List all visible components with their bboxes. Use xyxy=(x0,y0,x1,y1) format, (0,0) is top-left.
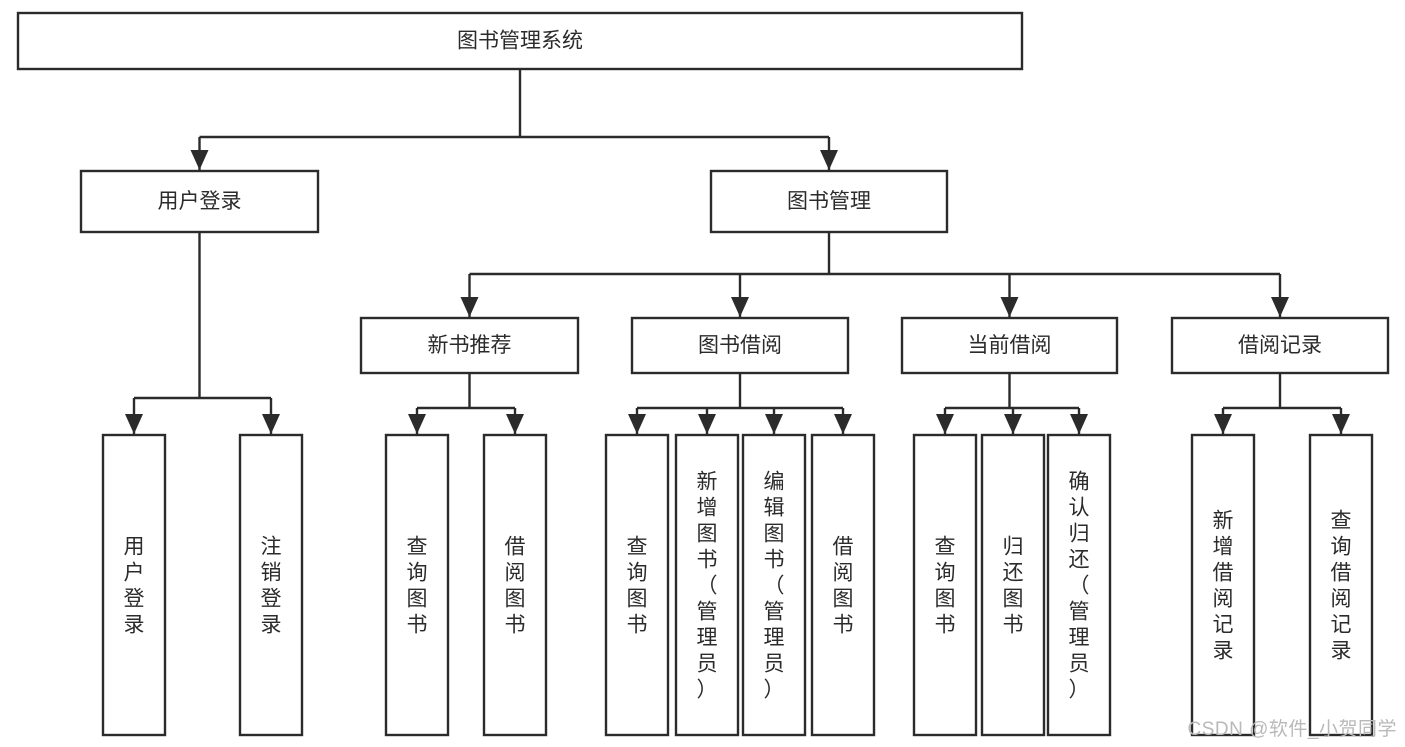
node-leaf-query-book-rec[interactable]: 查询图书 xyxy=(384,433,450,737)
node-leaf-borrow-book-box[interactable] xyxy=(810,433,876,737)
node-leaf-confirm-return-label: 确认归还（管理员） xyxy=(1069,470,1090,701)
node-leaf-add-book[interactable]: 新增图书（管理员） xyxy=(674,433,740,737)
current-borrow-to-leaves-arrowhead-1 xyxy=(1004,414,1022,434)
node-leaf-query-borrow-record-label: 查询借阅记录 xyxy=(1331,509,1352,662)
node-leaf-edit-book[interactable]: 编辑图书（管理员） xyxy=(741,433,807,737)
book-borrow-to-leaves-arrowhead-1 xyxy=(698,414,716,434)
user-login-to-leaves-arrowhead-1 xyxy=(262,414,280,434)
node-leaf-query-book-current-label: 查询图书 xyxy=(935,535,956,636)
current-borrow-to-leaves-arrowhead-0 xyxy=(936,414,954,434)
node-borrow-record-box[interactable] xyxy=(1170,316,1390,375)
node-boxes: 图书管理系统用户登录图书管理新书推荐图书借阅当前借阅借阅记录用户登录注销登录查询… xyxy=(16,11,1390,737)
node-leaf-edit-book-label: 编辑图书（管理员） xyxy=(764,470,785,701)
node-leaf-user-login[interactable]: 用户登录 xyxy=(101,433,167,737)
new-book-recommend-to-leaves-arrowhead-1 xyxy=(506,414,524,434)
node-leaf-query-book-rec-label: 查询图书 xyxy=(407,535,428,636)
node-leaf-return-book[interactable]: 归还图书 xyxy=(980,433,1046,737)
node-current-borrow-label: 当前借阅 xyxy=(968,334,1052,357)
node-leaf-add-book-label: 新增图书（管理员） xyxy=(697,470,718,701)
node-leaf-borrow-book[interactable]: 借阅图书 xyxy=(810,433,876,737)
node-leaf-edit-book-box[interactable] xyxy=(741,433,807,737)
node-leaf-user-login-label: 用户登录 xyxy=(124,535,145,636)
book-borrow-to-leaves-arrowhead-2 xyxy=(765,414,783,434)
node-leaf-add-book-box[interactable] xyxy=(674,433,740,737)
current-borrow-to-leaves-arrowhead-2 xyxy=(1070,414,1088,434)
node-leaf-query-book-borrow[interactable]: 查询图书 xyxy=(604,433,670,737)
node-leaf-user-logout-box[interactable] xyxy=(238,433,304,737)
node-leaf-user-login-box[interactable] xyxy=(101,433,167,737)
root-to-level2-arrowhead-0 xyxy=(190,150,209,170)
node-root-system-label: 图书管理系统 xyxy=(457,30,583,53)
book-management-to-level3-arrowhead-1 xyxy=(731,297,749,317)
book-management-to-level3-arrowhead-3 xyxy=(1271,297,1289,317)
borrow-record-to-leaves-arrowhead-0 xyxy=(1214,414,1232,434)
node-leaf-confirm-return[interactable]: 确认归还（管理员） xyxy=(1046,433,1112,737)
node-leaf-return-book-label: 归还图书 xyxy=(1003,535,1024,636)
node-root-system[interactable]: 图书管理系统 xyxy=(16,11,1024,71)
node-book-borrow-label: 图书借阅 xyxy=(698,334,782,357)
node-leaf-borrow-book-rec-box[interactable] xyxy=(482,433,548,737)
new-book-recommend-to-leaves-arrowhead-0 xyxy=(408,414,426,434)
node-book-borrow[interactable]: 图书借阅 xyxy=(630,316,850,375)
connector-lines xyxy=(125,69,1350,434)
book-management-to-level3-arrowhead-2 xyxy=(1000,297,1019,317)
node-leaf-query-book-borrow-label: 查询图书 xyxy=(627,535,648,636)
node-current-borrow-box[interactable] xyxy=(900,316,1119,375)
node-user-login-box[interactable] xyxy=(79,169,320,234)
borrow-record-to-leaves-arrowhead-1 xyxy=(1332,414,1350,434)
book-management-to-level3-arrowhead-0 xyxy=(460,297,479,317)
node-new-book-recommend[interactable]: 新书推荐 xyxy=(359,316,580,375)
node-new-book-recommend-label: 新书推荐 xyxy=(428,334,512,357)
node-book-borrow-box[interactable] xyxy=(630,316,850,375)
root-to-level2-arrowhead-1 xyxy=(820,150,838,170)
node-leaf-query-book-current[interactable]: 查询图书 xyxy=(912,433,978,737)
node-leaf-add-borrow-record[interactable]: 新增借阅记录 xyxy=(1190,433,1256,737)
node-leaf-add-borrow-record-label: 新增借阅记录 xyxy=(1213,509,1234,662)
node-leaf-borrow-book-label: 借阅图书 xyxy=(833,535,854,636)
node-leaf-query-borrow-record[interactable]: 查询借阅记录 xyxy=(1308,433,1374,737)
node-leaf-query-book-rec-box[interactable] xyxy=(384,433,450,737)
node-leaf-borrow-book-rec[interactable]: 借阅图书 xyxy=(482,433,548,737)
node-root-system-box[interactable] xyxy=(16,11,1024,71)
node-leaf-query-borrow-record-box[interactable] xyxy=(1308,433,1374,737)
node-book-management-label: 图书管理 xyxy=(787,190,871,213)
user-login-to-leaves-arrowhead-0 xyxy=(125,414,143,434)
node-leaf-query-book-current-box[interactable] xyxy=(912,433,978,737)
node-borrow-record[interactable]: 借阅记录 xyxy=(1170,316,1390,375)
node-leaf-borrow-book-rec-label: 借阅图书 xyxy=(505,535,526,636)
node-current-borrow[interactable]: 当前借阅 xyxy=(900,316,1119,375)
book-borrow-to-leaves-arrowhead-0 xyxy=(628,414,646,434)
node-book-management[interactable]: 图书管理 xyxy=(709,169,949,234)
node-new-book-recommend-box[interactable] xyxy=(359,316,580,375)
book-borrow-to-leaves-arrowhead-3 xyxy=(834,414,852,434)
node-book-management-box[interactable] xyxy=(709,169,949,234)
node-leaf-user-logout[interactable]: 注销登录 xyxy=(238,433,304,737)
node-leaf-return-book-box[interactable] xyxy=(980,433,1046,737)
node-leaf-confirm-return-box[interactable] xyxy=(1046,433,1112,737)
node-user-login-label: 用户登录 xyxy=(158,190,242,213)
node-borrow-record-label: 借阅记录 xyxy=(1238,334,1322,357)
node-leaf-query-book-borrow-box[interactable] xyxy=(604,433,670,737)
node-leaf-user-logout-label: 注销登录 xyxy=(261,535,282,636)
node-leaf-add-borrow-record-box[interactable] xyxy=(1190,433,1256,737)
node-user-login[interactable]: 用户登录 xyxy=(79,169,320,234)
